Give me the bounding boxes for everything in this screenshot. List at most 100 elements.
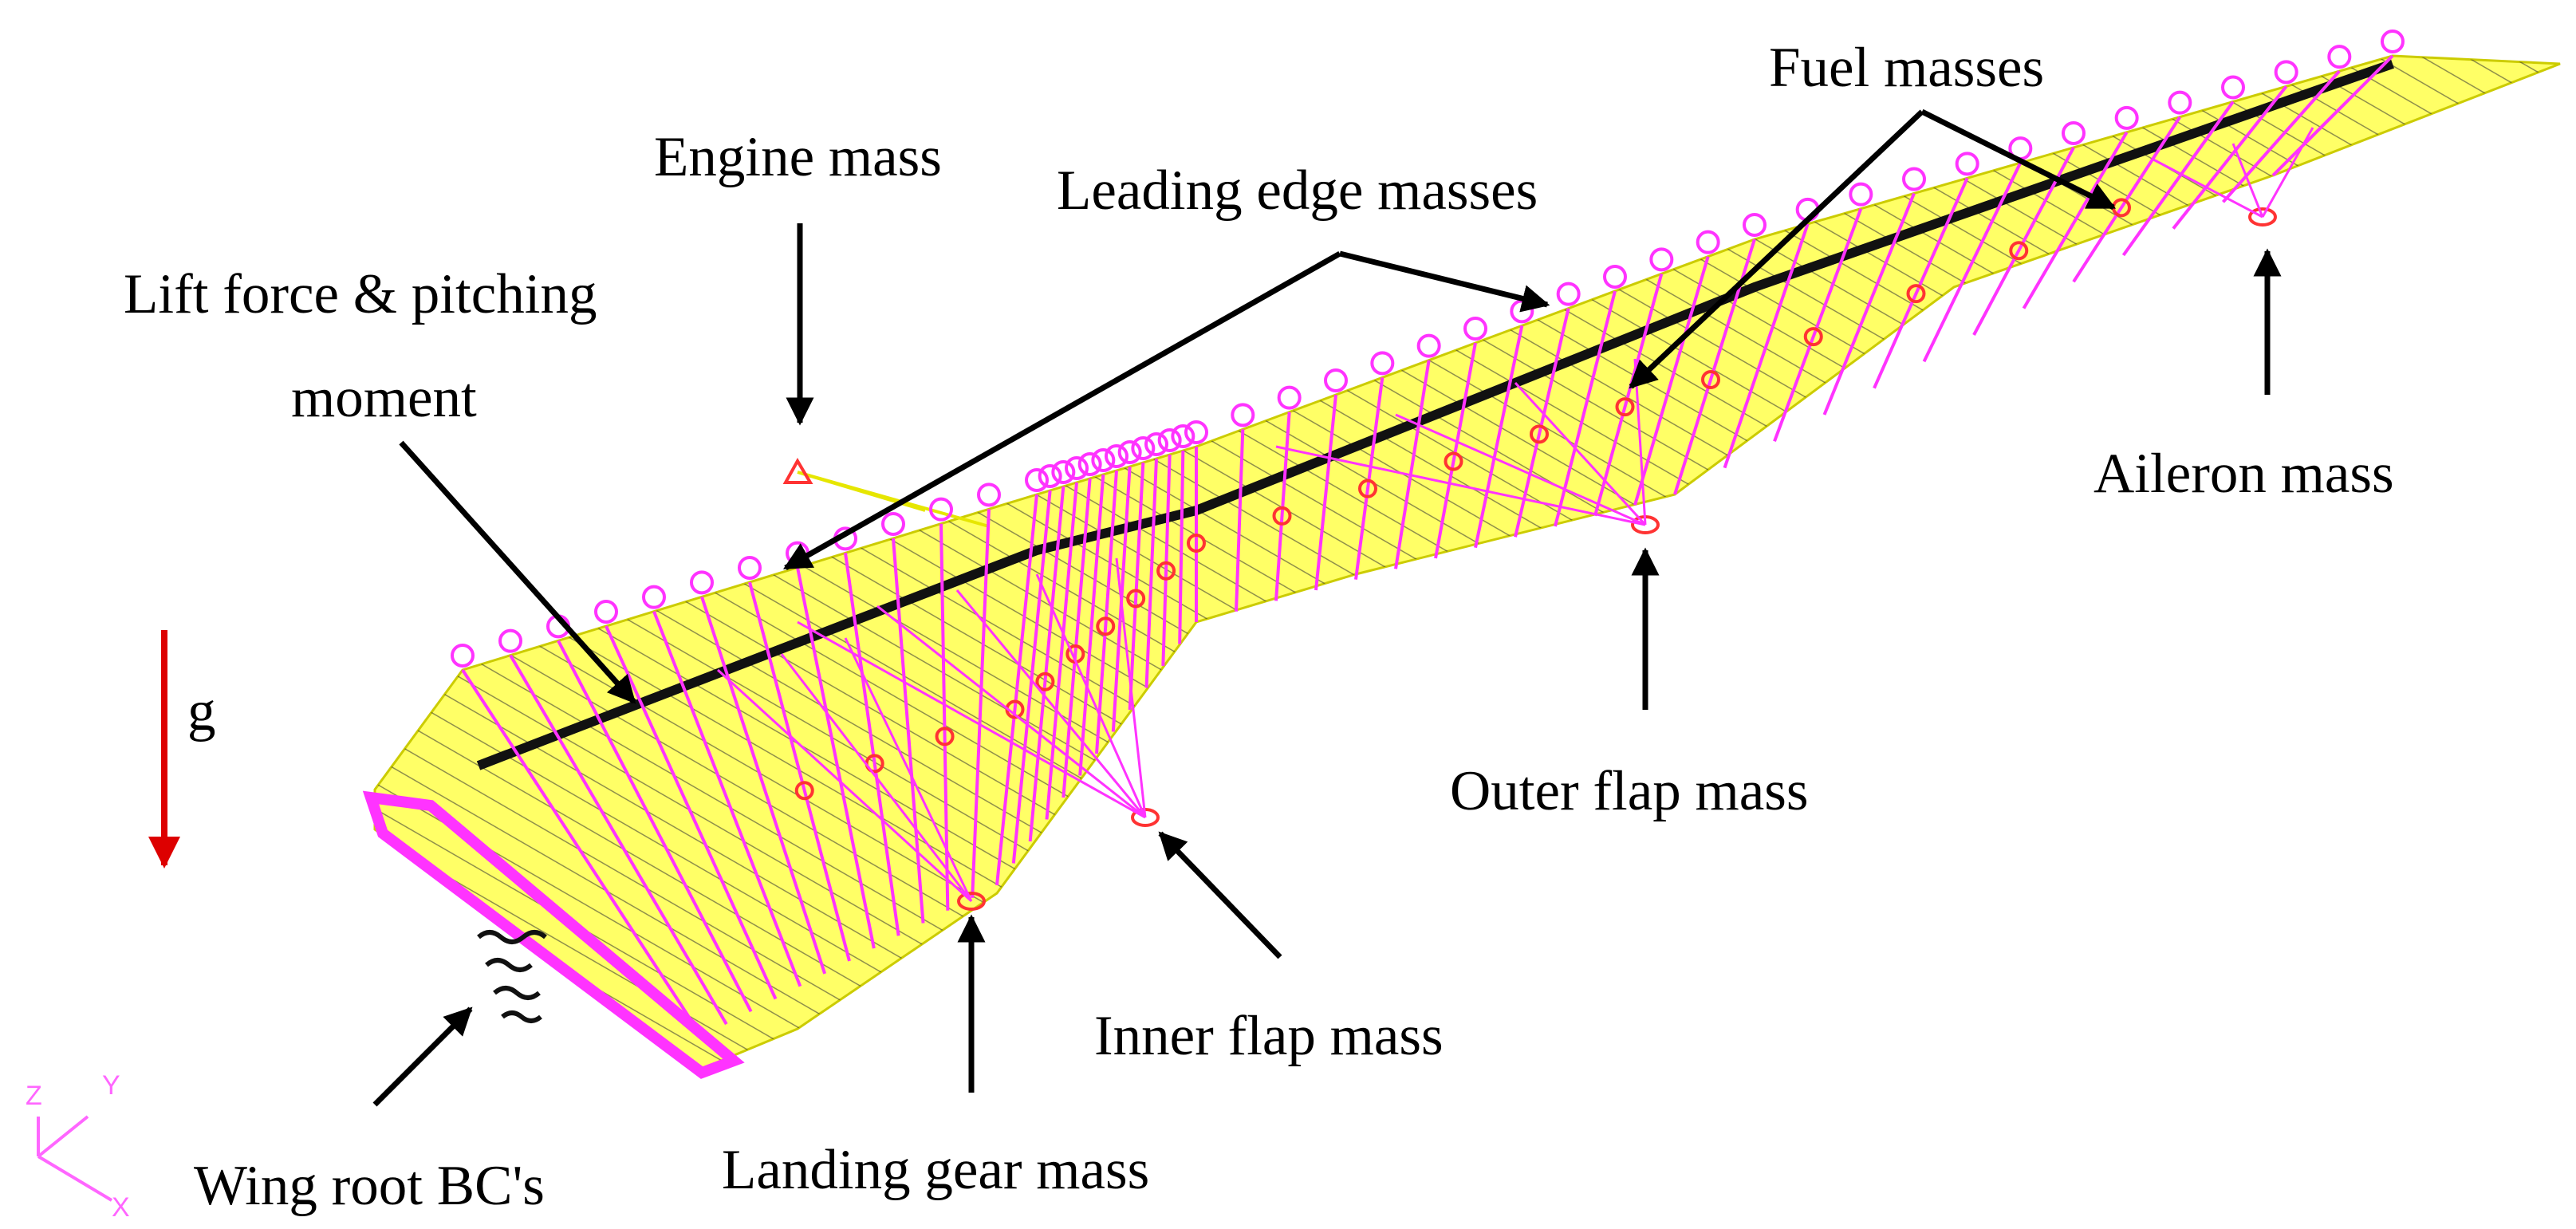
leading-edge-mass-marker (2274, 60, 2298, 85)
wing-rib (652, 610, 802, 987)
leading-edge-mass-marker (451, 644, 475, 668)
landing-gear-mass-node (957, 892, 986, 911)
inner-flap-mass-arrow (1158, 831, 1282, 959)
wing-rib (1434, 342, 1477, 559)
wing-rib (2121, 100, 2235, 257)
leading-edge-mass-marker (690, 570, 714, 595)
leading-edge-mass-marker (977, 483, 1001, 507)
leading-edge-mass-marker (1955, 152, 1979, 176)
leading-edge-mass-marker (1131, 436, 1156, 460)
lift-force-label-line2: moment (291, 367, 477, 429)
wing-rib (1554, 290, 1617, 527)
wing-rib (971, 509, 991, 898)
axis-z-label: Z (26, 1081, 42, 1111)
wing-root-bc-arrow (372, 1006, 473, 1107)
wing-rib (844, 553, 900, 936)
leading-edge-mass-marker (2168, 90, 2192, 115)
wing-rib (1095, 470, 1118, 754)
wing-rib (1633, 256, 1710, 506)
wing-rib (1773, 207, 1863, 443)
wing-rib (700, 596, 827, 975)
leading-edge-mass-marker (1603, 265, 1627, 289)
wing-rib (1178, 450, 1185, 644)
leading-edge-mass-marker (1277, 385, 1302, 410)
fuel-mass-marker (1126, 589, 1146, 609)
wing-rib (1873, 177, 1969, 389)
leading-edge-mass-marker (2062, 121, 2086, 145)
fuel-mass-marker (1272, 506, 1292, 526)
callout-arrows (372, 108, 2282, 1107)
leading-edge-mass-marker (1649, 247, 1674, 272)
fuel-masses-arrow-right (1920, 108, 2117, 211)
leading-edge-mass-marker (1416, 333, 1441, 358)
leading-edge-mass-marker (1463, 317, 1487, 341)
leading-edge-mass-marker (1324, 368, 1348, 392)
leading-edge-mass-marker (1696, 230, 1720, 254)
leading-edge-masses-label: Leading edge masses (1057, 160, 1538, 222)
outer-flap-mass-label: Outer flap mass (1450, 760, 1809, 822)
leading-edge-mass-marker (1231, 403, 1255, 427)
leading-edge-mass-marker (1051, 460, 1076, 484)
engine-mass-marker (782, 457, 813, 484)
wing-rib (1723, 223, 1810, 469)
aileron-mass-node (2248, 207, 2277, 226)
engine-mass-label: Engine mass (654, 126, 942, 188)
wing-root-bc-springs (477, 930, 547, 1023)
landing-gear-mass-label: Landing gear mass (722, 1139, 1149, 1201)
leading-edge-mass-marker (1370, 351, 1395, 376)
leading-edge-mass-marker (1902, 167, 1926, 191)
wing-rib (1028, 486, 1065, 842)
leading-edge-mass-marker (738, 556, 762, 580)
leading-edge-masses-arrow-left (782, 250, 1341, 571)
leading-edge-mass-marker (1556, 282, 1581, 306)
fuel-mass-marker (1156, 561, 1176, 581)
wing-rib (1474, 325, 1524, 549)
wing-rib (2222, 69, 2341, 203)
fuel-mass-marker (1096, 616, 1116, 636)
wing-rib (796, 567, 876, 949)
wing-rib (748, 581, 851, 962)
leading-edge-mass-marker (1184, 420, 1208, 444)
leading-edge-mass-marker (1025, 468, 1049, 492)
leading-edge-mass-marker (1510, 299, 1534, 324)
wing-rib (2271, 54, 2394, 177)
fuel-masses-arrow-left (1629, 109, 1924, 389)
leading-edge-mass-marker (594, 600, 618, 624)
wing-rib (1078, 474, 1105, 776)
leading-edge-mass-marker (1077, 452, 1102, 476)
wing-rib (1161, 454, 1172, 667)
wing-rib (461, 668, 703, 1038)
lift-force-arrow (399, 440, 636, 704)
wing-rib (1822, 192, 1916, 416)
wing-rib (892, 538, 925, 924)
leading-edge-mass-marker (2221, 75, 2245, 100)
wing-rib (2022, 131, 2129, 309)
axis-triad (37, 1115, 113, 1202)
fuel-masses-label: Fuel masses (1769, 37, 2044, 99)
aileron-mass-label: Aileron mass (2093, 443, 2394, 505)
leading-edge-mass-marker (2114, 105, 2139, 130)
leading-edge-mass-marker (1105, 444, 1128, 468)
fuel-mass-marker (1530, 424, 1549, 444)
fuel-mass-marker (794, 781, 814, 801)
fuel-mass-marker (1906, 284, 1926, 304)
leading-edge-mass-marker (1091, 448, 1116, 472)
fuel-mass-marker (1803, 327, 1823, 347)
gravity-label: g (187, 680, 216, 743)
leading-edge-mass-marker (1157, 428, 1182, 452)
wing-rib (1314, 394, 1337, 591)
leading-edge-mass-marker (1171, 424, 1195, 448)
wing-rib (1593, 273, 1664, 517)
leading-edge-mass-marker (1065, 456, 1089, 480)
engine-link (797, 471, 990, 528)
fuel-mass-marker (1701, 370, 1720, 389)
wing-rib (1394, 360, 1431, 569)
wing-root-bcs-label: Wing root BC's (194, 1155, 545, 1217)
wing-rib (509, 654, 728, 1026)
leading-edge-mass-marker (498, 628, 522, 653)
wing-rib (1045, 482, 1078, 820)
leading-edge-mass-marker (2327, 45, 2352, 69)
leading-edge-mass-marker (881, 512, 905, 536)
wing-rib (1235, 429, 1245, 612)
